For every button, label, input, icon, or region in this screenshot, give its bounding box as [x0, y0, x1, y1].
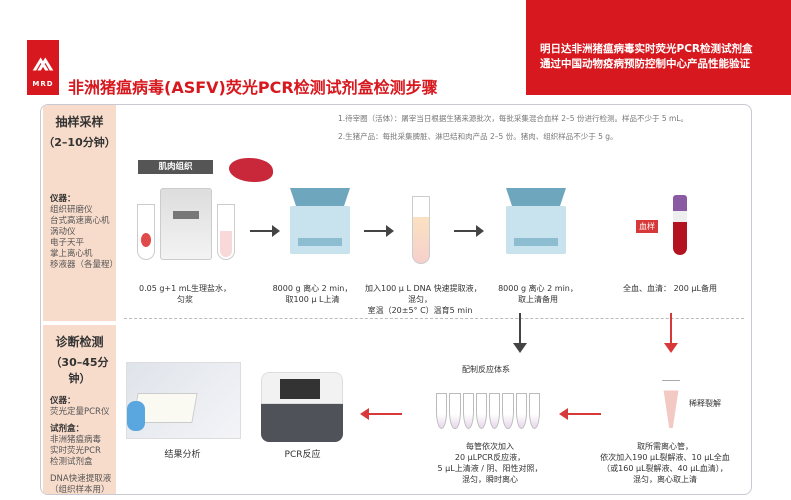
logo-mark: ⩕ — [32, 47, 54, 77]
extraction-tube-icon — [412, 196, 430, 264]
instrument-item: 组织研磨仪 — [50, 205, 93, 215]
extra-item: DNA快速提取液 — [50, 474, 112, 484]
section-title: 诊断检测 — [55, 335, 104, 349]
sample-tube-icon — [137, 204, 155, 260]
arrow-down-line — [519, 313, 521, 345]
arrow-down-icon — [513, 343, 527, 353]
centrifuge-icon — [506, 188, 566, 254]
sampling-note-1: 1.待宰圈（活体）：屠宰当日根据生猪来源批次，每批采集混合血样 2–5 份进行检… — [338, 114, 688, 123]
step-caption: 取所需离心管，依次加入190 μL裂解液、10 μL全血（或160 μL裂解液、… — [600, 442, 730, 484]
blood-tube-cap-icon — [673, 195, 687, 211]
section-duration: （30–45分钟） — [50, 356, 109, 385]
instruments-label: 仪器： — [50, 194, 76, 204]
brand-logo: ⩕ MRD — [27, 40, 59, 95]
tissue-grinder-icon — [160, 188, 212, 260]
section-diagnosis-sidebar: 诊断检测 （30–45分钟） 仪器： 荧光定量PCR仪 试剂盒： 非洲猪瘟病毒 … — [43, 325, 116, 495]
arrow-down-red-icon — [664, 343, 678, 353]
homogenate-tube-icon — [217, 204, 235, 260]
step-caption: 结果分析 — [164, 450, 201, 460]
arrow-right-icon — [454, 225, 484, 237]
section-sampling-sidebar: 抽样采样 （2–10分钟） 仪器： 组织研磨仪 台式高速离心机 涡动仪 电子天平… — [43, 105, 119, 321]
kit-item: 检测试剂盒 — [50, 457, 93, 467]
blood-tube-icon — [673, 211, 687, 255]
banner-line-1: 明日达非洲猪瘟病毒实时荧光PCR检测试剂盒 — [540, 43, 753, 55]
tissue-label: 肌肉组织 — [138, 160, 213, 174]
logo-text: MRD — [32, 80, 54, 88]
instrument-item: 移液器（各量程） — [50, 260, 119, 270]
procedure-card: 抽样采样 （2–10分钟） 仪器： 组织研磨仪 台式高速离心机 涡动仪 电子天平… — [40, 104, 752, 495]
arrow-down-line — [670, 313, 672, 345]
sampling-note-2: 2.生猪产品：每批采集脾脏、淋巴结和肉产品 2–5 份。猪肉、组织样品不少于 5… — [338, 132, 618, 141]
reaction-mix-label: 配制反应体系 — [462, 365, 510, 374]
arrow-right-icon — [364, 225, 394, 237]
step-caption: 加入100 μ L DNA 快速提取液，混匀，室温（20±5° C）温育5 mi… — [365, 284, 482, 315]
page-title: 非洲猪瘟病毒(ASFV)荧光PCR检测试剂盒检测步骤 — [68, 78, 438, 97]
extra-item: （组织样本用） — [50, 485, 110, 495]
section-divider — [124, 318, 744, 319]
arrow-left-icon — [360, 408, 402, 420]
kit-item: 实时荧光PCR — [50, 446, 101, 456]
blood-label: 血样 — [636, 220, 658, 233]
instrument-item: 掌上离心机 — [50, 249, 93, 259]
instrument-item: 涡动仪 — [50, 227, 76, 237]
instrument-list: 仪器： 荧光定量PCR仪 试剂盒： 非洲猪瘟病毒 实时荧光PCR 检测试剂盒 D… — [43, 396, 116, 495]
section-duration: （2–10分钟） — [43, 136, 116, 149]
banner-line-2: 通过中国动物疫病预防控制中心产品性能验证 — [540, 58, 750, 70]
instruments-label: 仪器： — [50, 396, 76, 406]
meat-icon — [229, 158, 273, 182]
instrument-item: 荧光定量PCR仪 — [50, 407, 110, 417]
instrument-item: 台式高速离心机 — [50, 216, 110, 226]
centrifuge-icon — [290, 188, 350, 254]
step-caption: 0.05 g+1 mL生理盐水，匀浆 — [138, 284, 232, 304]
section-title: 抽样采样 — [55, 115, 104, 129]
lysis-label: 稀释裂解 — [689, 399, 721, 408]
instrument-item: 电子天平 — [50, 238, 85, 248]
step-caption: 8000 g 离心 2 min，取上清备用 — [498, 284, 578, 304]
pcr-tube-strip-icon — [436, 393, 540, 429]
arrow-left-icon — [559, 408, 601, 420]
kit-label: 试剂盒： — [50, 424, 85, 434]
instrument-list: 仪器： 组织研磨仪 台式高速离心机 涡动仪 电子天平 掌上离心机 移液器（各量程… — [43, 194, 119, 271]
step-caption: 全血、血清： 200 μL备用 — [623, 284, 717, 293]
arrow-right-icon — [250, 225, 280, 237]
kit-item: 非洲猪瘟病毒 — [50, 435, 102, 445]
step-caption: PCR反应 — [284, 450, 321, 460]
pcr-machine-icon — [261, 372, 343, 442]
result-analysis-image — [126, 362, 241, 439]
step-caption: 8000 g 离心 2 min，取100 μ L上清 — [272, 284, 353, 304]
certification-banner: 明日达非洲猪瘟病毒实时荧光PCR检测试剂盒 通过中国动物疫病预防控制中心产品性能… — [526, 0, 791, 95]
